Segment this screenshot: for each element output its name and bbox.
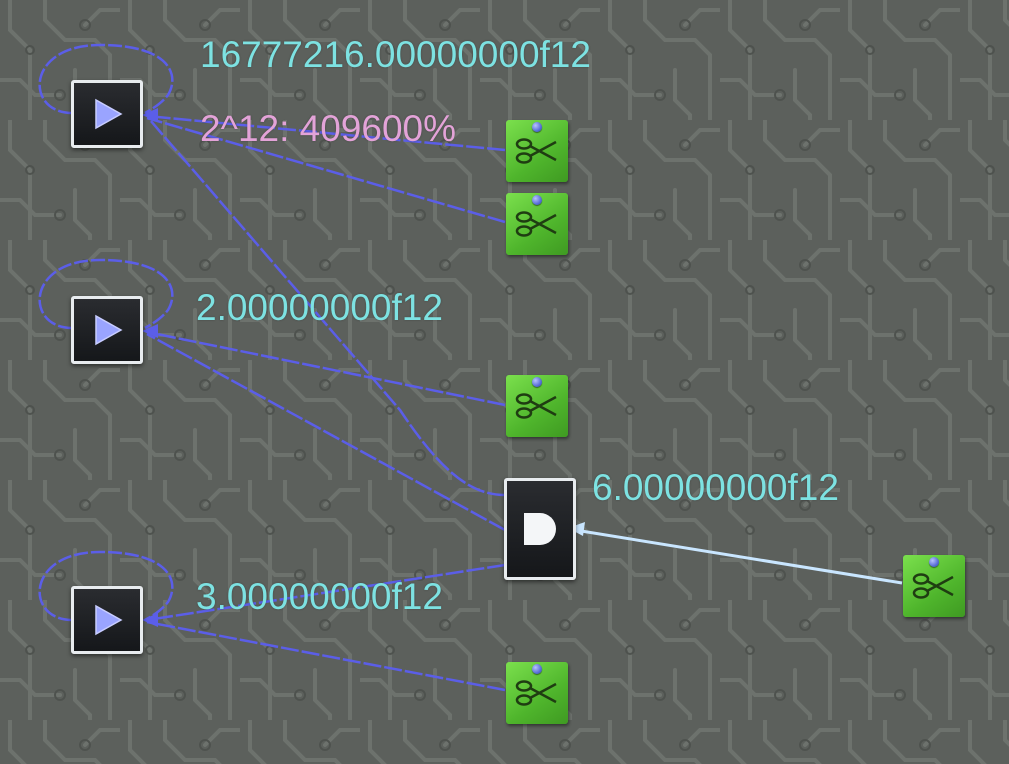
value-label-middle: 2.00000000f12	[196, 287, 443, 328]
wire-note1-top	[146, 114, 506, 152]
loop-wire-middle	[38, 258, 174, 330]
and-gate-node[interactable]	[504, 478, 576, 580]
play-icon	[95, 98, 123, 130]
scissors-note-3[interactable]	[506, 375, 568, 437]
wire-arrow-gate	[568, 522, 585, 536]
loop-wire-top	[38, 43, 174, 115]
wire-note5-bottom	[146, 620, 506, 692]
wire-gate-bottom	[146, 563, 506, 622]
value-label-top: 16777216.00000000f12	[200, 34, 591, 75]
play-node-bottom[interactable]	[71, 586, 143, 654]
scissors-note-1[interactable]	[506, 120, 568, 182]
play-node-top[interactable]	[71, 80, 143, 148]
pin-icon	[532, 664, 542, 674]
wire-note4-gate	[574, 528, 903, 585]
play-node-middle[interactable]	[71, 296, 143, 364]
wire-arrow-top	[142, 108, 158, 122]
wire-note2-top	[146, 116, 506, 224]
percent-label: 2^12: 409600%	[200, 108, 457, 149]
wire-arrow-bottom	[142, 613, 158, 627]
scissors-note-icon	[515, 138, 557, 164]
wire-note3-middle	[146, 330, 506, 407]
scissors-note-5[interactable]	[506, 662, 568, 724]
scissors-note-icon	[515, 211, 557, 237]
play-icon	[95, 604, 123, 636]
scissors-note-icon	[515, 680, 557, 706]
scissors-note-icon	[912, 573, 954, 599]
and-gate-icon	[524, 513, 556, 545]
wire-gate-middle	[146, 332, 506, 532]
play-icon	[95, 314, 123, 346]
pin-icon	[532, 377, 542, 387]
wire-arrow-middle	[142, 324, 158, 338]
pin-icon	[532, 122, 542, 132]
pin-icon	[532, 195, 542, 205]
scissors-note-icon	[515, 393, 557, 419]
scissors-note-2[interactable]	[506, 193, 568, 255]
wire-gate-top	[149, 119, 506, 497]
value-label-bottom: 3.00000000f12	[196, 576, 443, 617]
scissors-note-4[interactable]	[903, 555, 965, 617]
loop-wire-bottom	[38, 550, 174, 622]
value-label-gate: 6.00000000f12	[592, 467, 839, 508]
pin-icon	[929, 557, 939, 567]
